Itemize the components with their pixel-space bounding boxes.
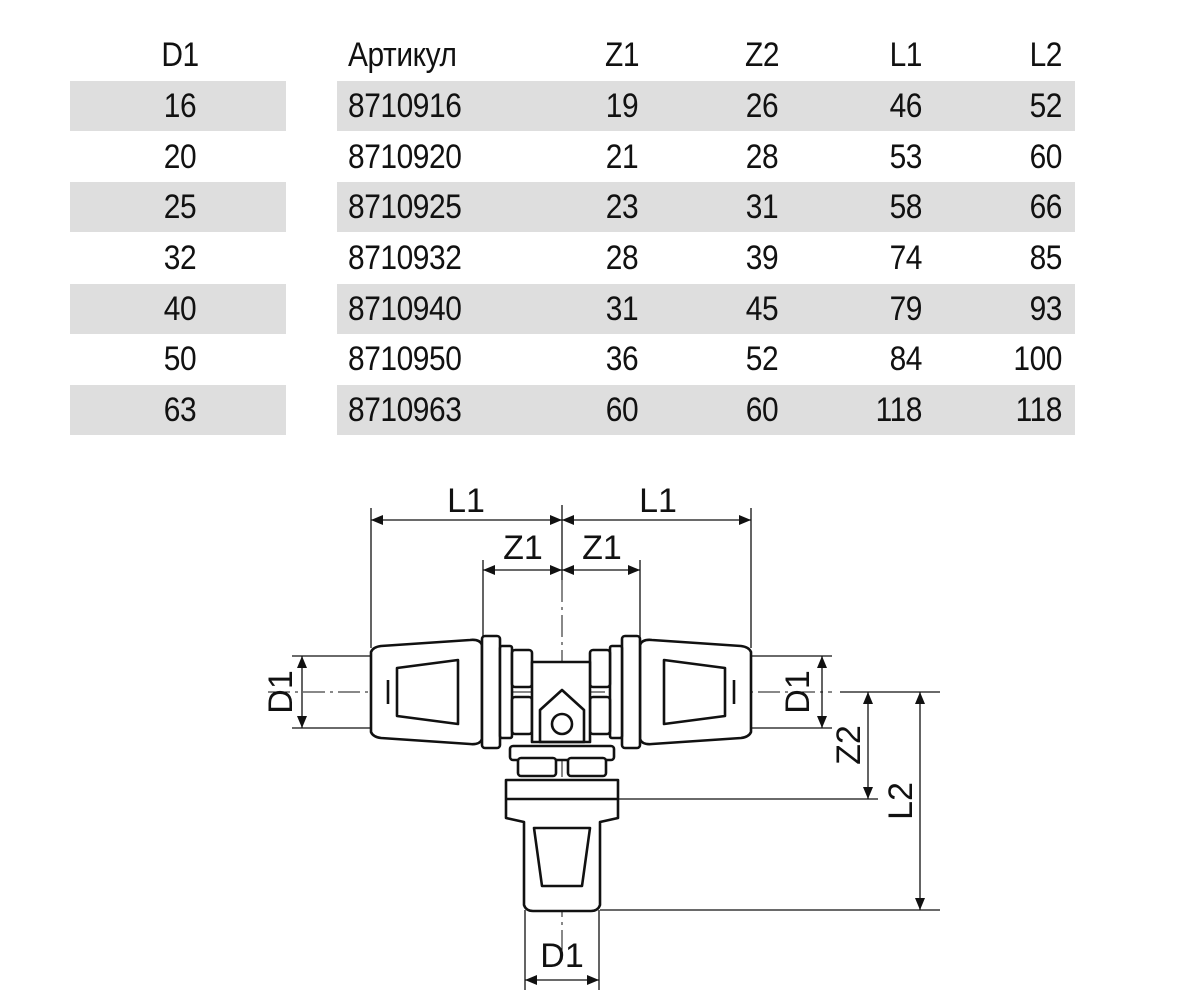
cell-article: 8710925: [348, 188, 462, 226]
cell-l2: 66: [1029, 188, 1063, 226]
dimension-lines: [297, 515, 925, 985]
cell-l2: 60: [1029, 138, 1063, 176]
cell-z2: 60: [745, 391, 779, 429]
cell-l2: 100: [1013, 340, 1062, 378]
cell-l1: 79: [889, 290, 923, 328]
label-d1-right: D1: [779, 670, 817, 713]
row-stripe: [70, 385, 286, 435]
cell-z1: 31: [605, 290, 639, 328]
cell-article: 8710920: [348, 138, 462, 176]
cell-l1: 46: [889, 87, 923, 125]
cell-l2: 85: [1029, 239, 1063, 277]
row-stripe: [337, 182, 1075, 232]
row-stripe: [337, 81, 1075, 131]
header-z1: Z1: [604, 36, 640, 74]
tee-fitting: [369, 634, 753, 913]
table-row: 16 8710916 19 26 46 52: [0, 81, 1200, 131]
row-stripe: [337, 385, 1075, 435]
cell-d1: 32: [163, 239, 197, 277]
cell-l1: 58: [889, 188, 923, 226]
cell-d1: 20: [163, 138, 197, 176]
label-d1-left: D1: [262, 670, 300, 713]
label-l1-right: L1: [639, 482, 677, 520]
cell-z1: 28: [605, 239, 639, 277]
header-d1: D1: [161, 36, 199, 74]
row-stripe: [70, 182, 286, 232]
cell-z2: 31: [745, 188, 779, 226]
header-article: Артикул: [348, 36, 457, 74]
cell-article: 8710916: [348, 87, 462, 125]
cell-z2: 26: [745, 87, 779, 125]
row-stripe: [70, 81, 286, 131]
table-row: 63 8710963 60 60 118 118: [0, 385, 1200, 435]
cell-l2: 52: [1029, 87, 1063, 125]
center-bore: [550, 712, 574, 736]
table-row: 32 8710932 28 39 74 85: [0, 233, 1200, 283]
cell-z2: 52: [745, 340, 779, 378]
cell-l1: 84: [889, 340, 923, 378]
label-z1-right: Z1: [582, 529, 622, 567]
bottom-cap-nut: [504, 778, 620, 913]
cell-l1: 74: [889, 239, 923, 277]
table-row: 20 8710920 21 28 53 60: [0, 132, 1200, 182]
left-collar: [480, 634, 502, 750]
cell-l1: 53: [889, 138, 923, 176]
table-header-row: D1 Артикул Z1 Z2 L1 L2: [0, 30, 1200, 80]
cell-z1: 60: [605, 391, 639, 429]
table-row: 40 8710940 31 45 79 93: [0, 284, 1200, 334]
label-z1-left: Z1: [503, 529, 543, 567]
row-stripe: [337, 284, 1075, 334]
cell-article: 8710950: [348, 340, 462, 378]
cell-d1: 63: [163, 391, 197, 429]
cell-z2: 45: [745, 290, 779, 328]
cell-l2: 118: [1015, 391, 1063, 429]
cell-d1: 16: [163, 87, 197, 125]
cell-z1: 36: [605, 340, 639, 378]
right-collar: [620, 634, 642, 750]
header-l1: L1: [889, 36, 923, 74]
cell-z1: 23: [605, 188, 639, 226]
cell-l1: 118: [875, 391, 923, 429]
cell-z2: 28: [745, 138, 779, 176]
row-stripe: [70, 284, 286, 334]
cell-z1: 19: [605, 87, 639, 125]
label-d1-bottom: D1: [540, 937, 583, 975]
cell-z2: 39: [745, 239, 779, 277]
dimension-table: D1 Артикул Z1 Z2 L1 L2 16 8710916 19 26 …: [0, 0, 1200, 440]
cell-d1: 40: [163, 290, 197, 328]
cell-article: 8710963: [348, 391, 462, 429]
cell-z1: 21: [605, 138, 639, 176]
cell-d1: 50: [163, 340, 197, 378]
cell-d1: 25: [163, 188, 197, 226]
table-row: 50 8710950 36 52 84 100: [0, 334, 1200, 384]
label-l2: L2: [882, 782, 920, 820]
cell-l2: 93: [1029, 290, 1063, 328]
header-l2: L2: [1029, 36, 1063, 74]
tee-body: [530, 660, 592, 744]
label-l1-left: L1: [447, 482, 485, 520]
cell-article: 8710940: [348, 290, 462, 328]
header-z2: Z2: [744, 36, 780, 74]
cell-article: 8710932: [348, 239, 462, 277]
label-z2: Z2: [830, 725, 868, 765]
table-row: 25 8710925 23 31 58 66: [0, 182, 1200, 232]
bottom-collar: [508, 744, 616, 762]
